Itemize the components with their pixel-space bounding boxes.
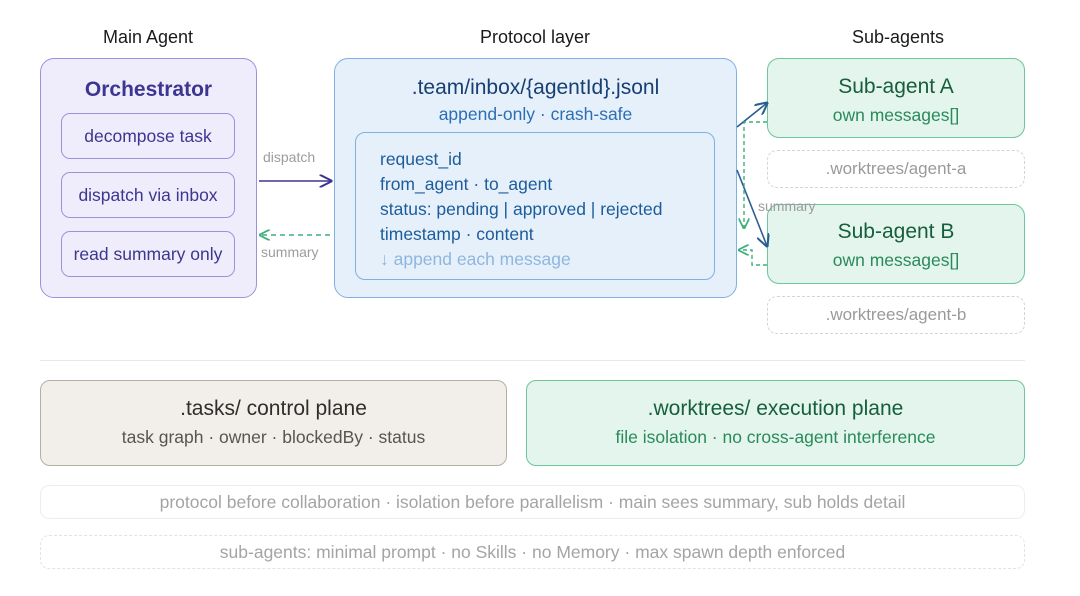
message-schema-box (355, 132, 715, 280)
orchestrator-item-read-summary: read summary only (61, 231, 235, 277)
protocol-layer-box (334, 58, 737, 298)
summary-from-sub-b (739, 250, 767, 266)
inbox-subtitle: append-only · crash-safe (438, 104, 633, 124)
summary-label-right: summary (758, 198, 816, 214)
dispatch-label: dispatch (263, 149, 316, 165)
worktrees-plane-title: .worktrees/ execution plane (647, 397, 904, 420)
worktrees-plane-subtitle: file isolation · no cross-agent interfer… (615, 427, 936, 447)
schema-append-note: ↓ append each message (380, 249, 571, 269)
principles-note: protocol before collaboration · isolatio… (40, 485, 1025, 519)
tasks-plane-subtitle: task graph · owner · blockedBy · status (121, 427, 426, 447)
inbox-path: .team/inbox/{agentId}.jsonl (411, 76, 660, 99)
sub-agent-b-messages: own messages[] (832, 250, 960, 270)
sub-agent-a-title: Sub-agent A (838, 75, 954, 98)
summary-label-left: summary (261, 244, 319, 260)
sub-agent-b-title: Sub-agent B (837, 220, 955, 243)
sub-agents-heading: Sub-agents (851, 27, 945, 47)
worktrees-execution-plane-box (526, 380, 1025, 466)
schema-field-request-id: request_id (380, 149, 462, 169)
tasks-control-plane-box (40, 380, 507, 466)
orchestrator-item-decompose: decompose task (61, 113, 235, 159)
orchestrator-title: Orchestrator (84, 78, 213, 101)
sub-agent-a-messages: own messages[] (832, 105, 960, 125)
tasks-plane-title: .tasks/ control plane (180, 397, 367, 420)
worktree-agent-a: .worktrees/agent-a (767, 150, 1025, 188)
sub-agent-b-box (767, 204, 1025, 284)
schema-field-status: status: pending | approved | rejected (380, 199, 663, 219)
schema-field-timestamp: timestamp · content (380, 224, 534, 244)
orchestrator-item-dispatch: dispatch via inbox (61, 172, 235, 218)
sub-agent-a-box (767, 58, 1025, 138)
section-divider (40, 360, 1025, 361)
worktree-agent-b: .worktrees/agent-b (767, 296, 1025, 334)
protocol-to-sub-a-arrow (736, 103, 767, 128)
main-agent-heading: Main Agent (102, 27, 194, 47)
protocol-layer-heading: Protocol layer (479, 27, 591, 47)
schema-field-agents: from_agent · to_agent (380, 174, 553, 194)
sub-agent-constraints-note: sub-agents: minimal prompt · no Skills ·… (40, 535, 1025, 569)
orchestrator-box (40, 58, 257, 298)
